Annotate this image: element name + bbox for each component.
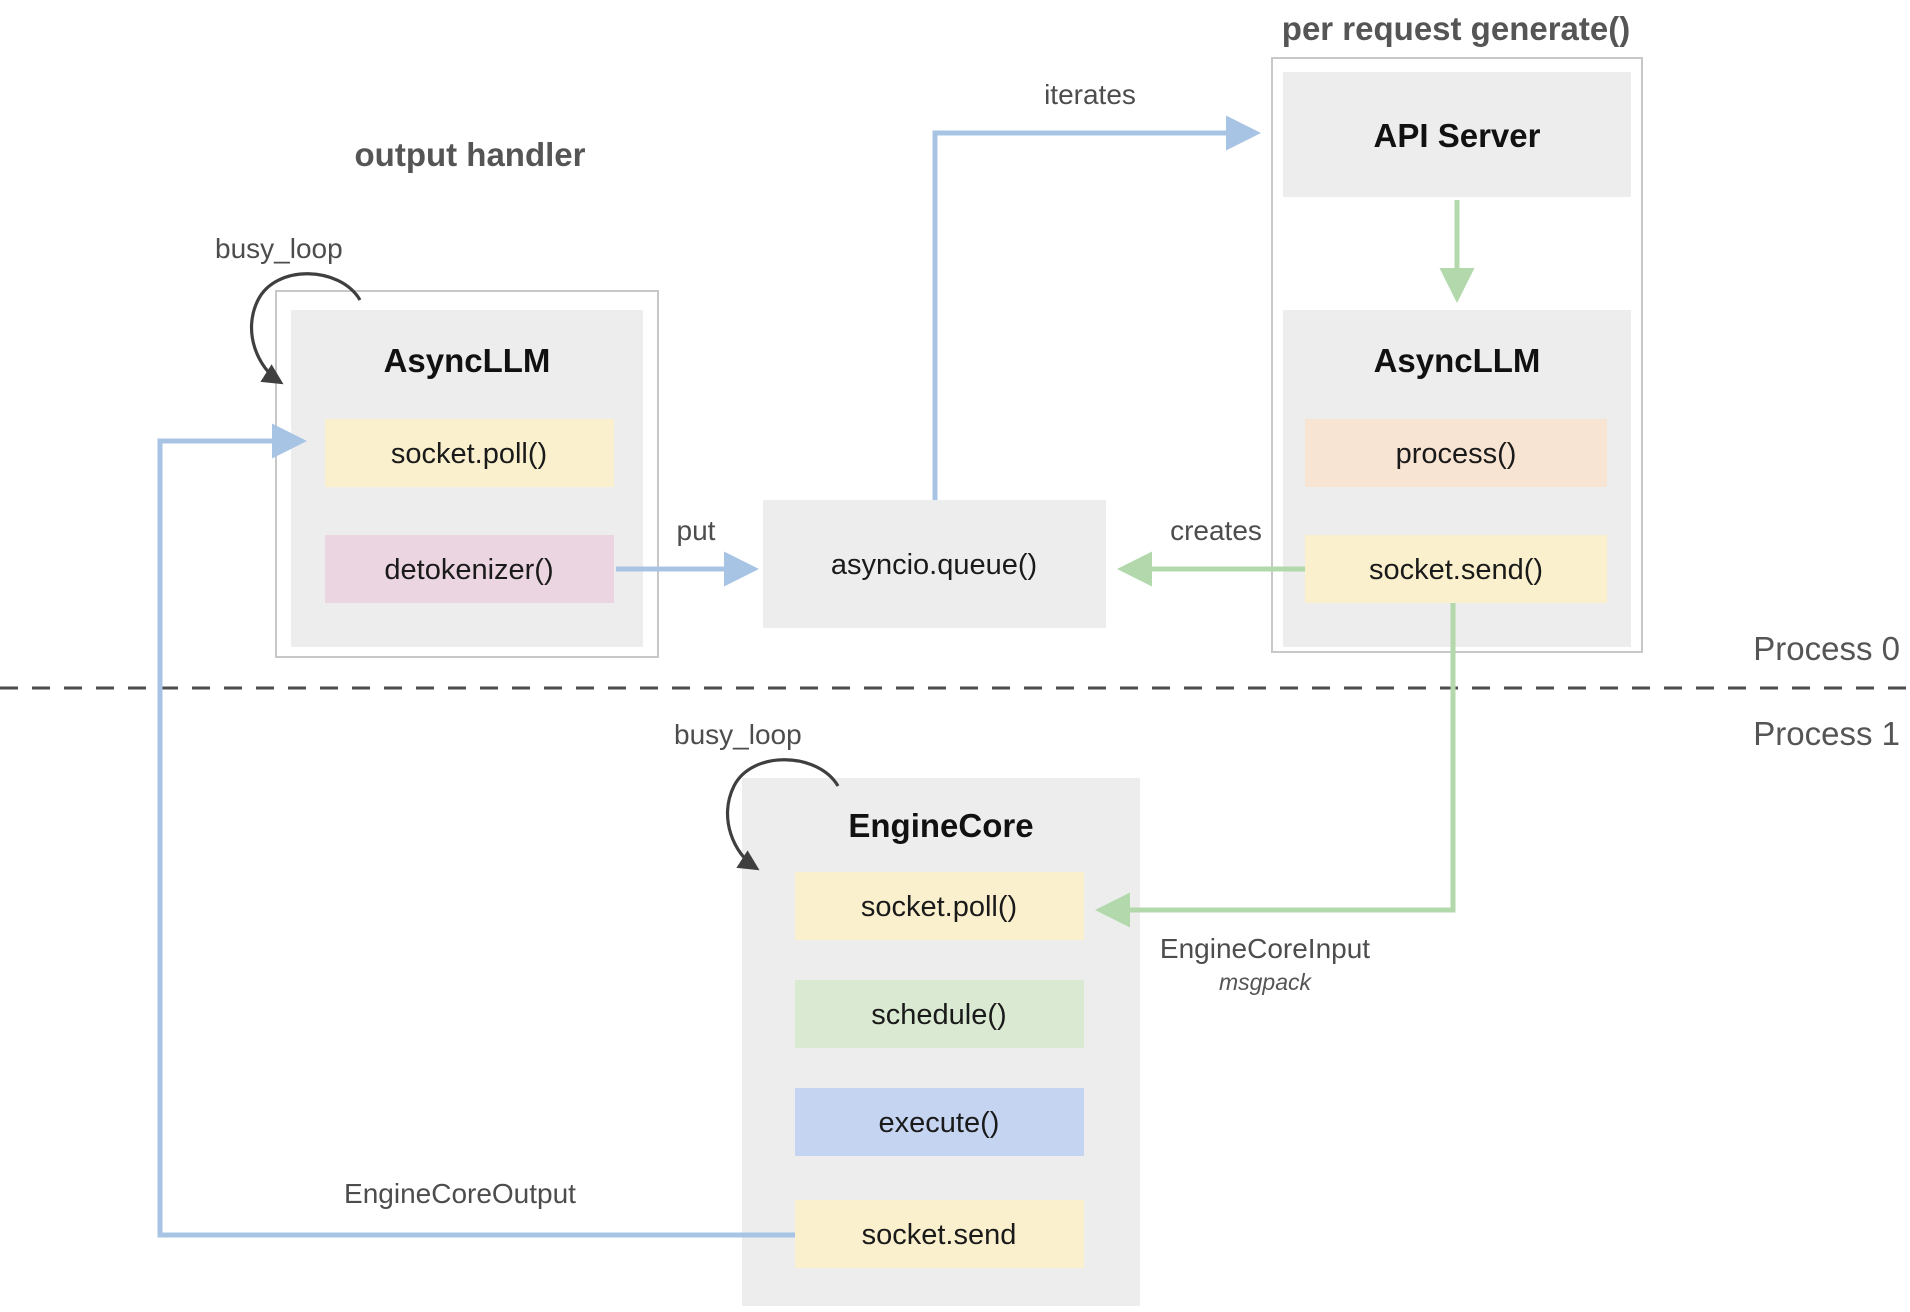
group-title-per-request-generate: per request generate()	[1282, 10, 1630, 47]
engine-core-fn-socket-send-label: socket.send	[862, 1219, 1017, 1251]
put-edge-label: put	[677, 515, 716, 546]
engine-core-input-label: EngineCoreInput	[1160, 933, 1370, 964]
async-llm-right-fn-socket-send-label: socket.send()	[1369, 554, 1543, 586]
async-llm-left-fn-socket-poll-block[interactable]	[325, 419, 614, 487]
async-llm-left-title: AsyncLLM	[384, 342, 551, 379]
api-server-title: API Server	[1374, 117, 1541, 154]
async-llm-right-fn-process-label: process()	[1396, 438, 1517, 470]
busy-loop-left-arrow	[249, 272, 362, 385]
engine-core-fn-schedule-block[interactable]	[795, 980, 1084, 1048]
async-llm-left-fn-detokenizer-label: detokenizer()	[384, 554, 553, 586]
process-1-label: Process 1	[1753, 715, 1900, 752]
engine-core-fn-execute-label: execute()	[879, 1107, 1000, 1139]
iterates-edge-label: iterates	[1044, 79, 1136, 110]
busy-loop-engine-label: busy_loop	[674, 719, 802, 750]
engine-core-output-label: EngineCoreOutput	[344, 1178, 576, 1209]
api-server-box[interactable]	[1283, 72, 1631, 197]
queue-to-api-arrow	[932, 115, 1262, 500]
async-llm-right-fn-socket-send-block[interactable]	[1305, 535, 1607, 603]
engine-core-fn-socket-poll-block[interactable]	[795, 872, 1084, 940]
engine-core-input-sublabel: msgpack	[1219, 969, 1313, 995]
engine-core-fn-socket-poll-label: socket.poll()	[861, 891, 1017, 923]
creates-edge-label: creates	[1170, 515, 1262, 546]
engine-core-title: EngineCore	[848, 807, 1033, 844]
engine-core-fn-schedule-label: schedule()	[871, 999, 1006, 1031]
asyncio-queue-label: asyncio.queue()	[831, 549, 1037, 581]
async-llm-right-title: AsyncLLM	[1374, 342, 1541, 379]
async-llm-right-fn-process-block[interactable]	[1305, 419, 1607, 487]
async-llm-left-fn-socket-poll-label: socket.poll()	[391, 438, 547, 470]
busy-loop-left-label: busy_loop	[215, 233, 343, 264]
engine-core-fn-execute-block[interactable]	[795, 1088, 1084, 1156]
async-llm-left-fn-detokenizer-block[interactable]	[325, 535, 614, 603]
group-title-output-handler: output handler	[355, 136, 586, 173]
process-0-label: Process 0	[1753, 630, 1900, 667]
engine-core-fn-socket-send-block[interactable]	[795, 1200, 1084, 1268]
socketsend-to-enginecore-arrow	[1094, 603, 1456, 928]
busy-loop-engine-arrow	[725, 758, 840, 871]
enginecore-to-asyncllm-arrow	[157, 423, 795, 1238]
asyncio-queue-box[interactable]	[763, 500, 1106, 628]
